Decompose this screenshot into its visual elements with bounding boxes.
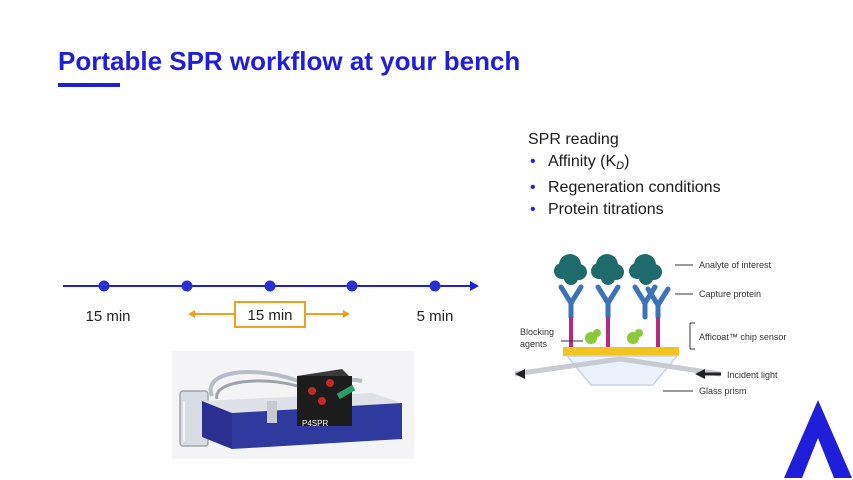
device-label: P4SPR (302, 419, 328, 428)
timeline-dot-4 (346, 280, 358, 292)
label-chip: Afficoat™ chip sensor (699, 332, 786, 342)
title-underline (58, 83, 120, 87)
workflow-timeline: 15 min 15 min 5 min (63, 280, 479, 328)
chip-gold-layer (563, 347, 679, 356)
label-blocking: Blocking agents (520, 327, 557, 349)
capture-proteins (558, 284, 671, 320)
timeline-dot-5 (429, 280, 441, 292)
spr-reading-item-affinity: Affinity (KD) (528, 151, 721, 177)
spr-reading-item-titrations: Protein titrations (528, 199, 721, 221)
timeline-bracket-left-arrow (188, 310, 195, 318)
timeline-dot-1 (98, 280, 110, 292)
brand-logo (784, 400, 852, 478)
timeline-bracket-box (234, 301, 306, 328)
timeline-bracket-right-arrow (343, 310, 350, 318)
spr-reading-heading: SPR reading (528, 131, 619, 148)
spr-reading-list: Affinity (KD) Regeneration conditions Pr… (528, 151, 721, 221)
label-analyte: Analyte of interest (699, 260, 772, 270)
label-capture: Capture protein (699, 289, 761, 299)
spr-reading-item-regeneration: Regeneration conditions (528, 177, 721, 199)
timeline-label-2: 15 min (247, 307, 292, 324)
slide-title: Portable SPR workflow at your bench (58, 46, 521, 76)
label-prism: Glass prism (699, 386, 747, 396)
spr-chip-diagram: Analyte of interest Capture protein Affi… (514, 254, 786, 396)
timeline-label-1: 15 min (85, 308, 130, 325)
timeline-arrowhead (470, 281, 479, 291)
timeline-dot-2 (181, 280, 193, 292)
label-incident: Incident light (727, 370, 778, 380)
linkers (569, 317, 660, 347)
blocking-agents (585, 329, 643, 344)
spr-reading-block: SPR reading Affinity (KD) Regeneration c… (528, 131, 721, 221)
p4spr-device-image: P4SPR (172, 351, 414, 459)
incident-light-arrow (695, 369, 705, 379)
analyte-molecules (554, 254, 662, 285)
timeline-dot-3 (264, 280, 276, 292)
timeline-label-3: 5 min (417, 308, 454, 325)
outgoing-light-arrow (515, 369, 525, 379)
